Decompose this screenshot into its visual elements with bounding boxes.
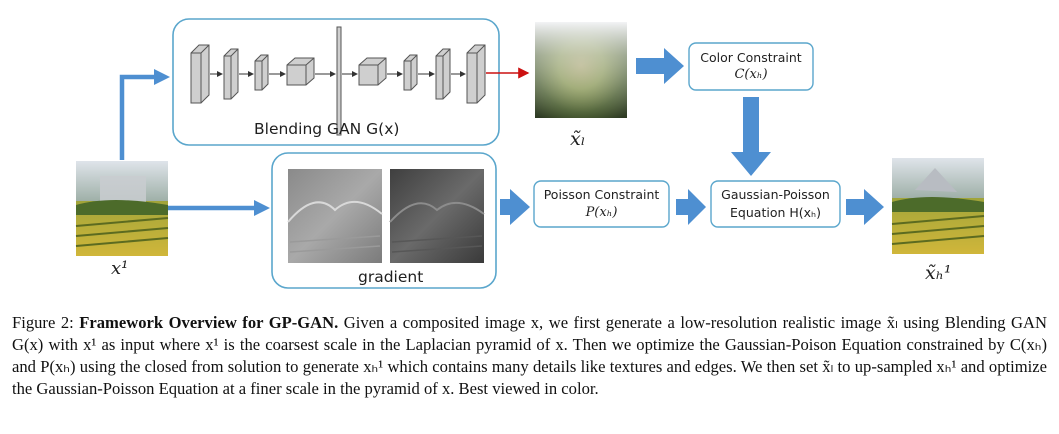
color-to-gp-arrow (731, 97, 771, 176)
gaussian-poisson-box (710, 180, 841, 228)
framework-diagram (75, 18, 985, 289)
input-to-gradient-arrow (168, 200, 270, 216)
blending-gan-box (172, 18, 500, 146)
low-res-label: x̃ₗ (570, 128, 586, 150)
gradient-image-1 (287, 169, 383, 263)
poisson-constraint-title: Poisson Constraint (543, 187, 660, 202)
output-label: x̃ₕ¹ (925, 262, 952, 284)
gradient-image-2 (389, 169, 485, 263)
gaussian-poisson-formula: Equation H(xₕ) (730, 205, 821, 220)
color-constraint-formula: C(xₕ) (734, 67, 768, 82)
input-label: x¹ (111, 258, 129, 279)
input-image (75, 161, 169, 256)
blending-gan-label: Blending GAN G(x) (254, 120, 400, 138)
caption-title: Framework Overview for GP-GAN. (79, 313, 339, 332)
lowres-to-color-arrow (636, 48, 684, 84)
color-constraint-title: Color Constraint (700, 50, 802, 65)
color-constraint-box (688, 42, 814, 91)
poisson-constraint-box (533, 180, 670, 228)
input-to-gan-arrow (119, 69, 170, 160)
gan-layers (190, 26, 486, 136)
caption-figure-label: Figure 2: (12, 313, 74, 332)
gradient-to-poisson-arrow (500, 189, 530, 225)
low-res-image (535, 22, 627, 118)
poisson-constraint-formula: P(xₕ) (585, 205, 618, 220)
gaussian-poisson-title: Gaussian-Poisson (721, 187, 830, 202)
output-image (891, 158, 985, 254)
gp-to-output-arrow (846, 189, 884, 225)
poisson-to-gp-arrow (676, 189, 706, 225)
figure-caption: Figure 2: Framework Overview for GP-GAN.… (12, 312, 1047, 400)
caption-body: Given a composited image x, we first gen… (12, 313, 1047, 398)
gradient-label: gradient (358, 268, 424, 286)
